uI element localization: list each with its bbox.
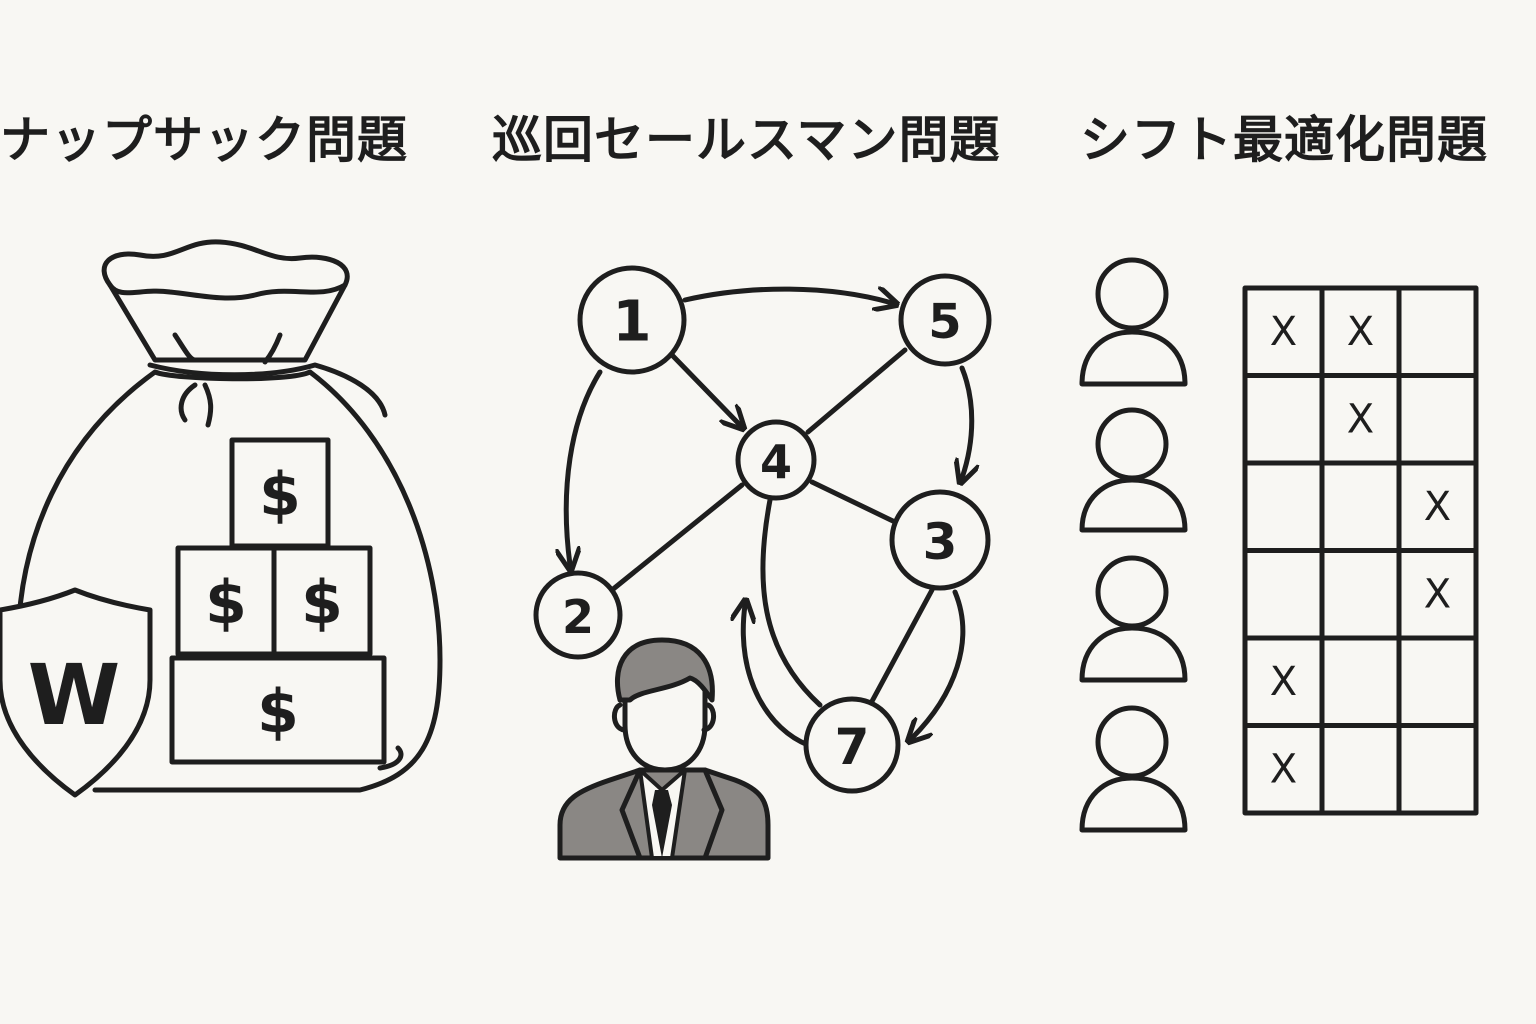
node-3: [889, 489, 991, 591]
node-label: 2: [562, 590, 594, 644]
edge-1-2: [566, 369, 603, 565]
dollar-sign-icon: $: [301, 568, 343, 638]
sack-icon: [15, 369, 443, 793]
node-label: 4: [760, 435, 792, 489]
shift-cell-mark: X: [1424, 484, 1451, 530]
node-label: 3: [923, 513, 958, 571]
edge-5-3: [962, 365, 972, 478]
edge-1-5: [682, 289, 892, 303]
knapsack-illustration: $ $ $ $ W: [0, 239, 443, 798]
dollar-sign-icon: $: [259, 460, 301, 530]
edge-3-7: [867, 587, 935, 708]
shield-icon: [0, 587, 153, 798]
shield-letter: W: [28, 646, 121, 744]
dollar-box-bottom: [169, 655, 387, 765]
node-label: 7: [835, 718, 870, 776]
node-5: [898, 273, 992, 367]
edge-3-7b: [912, 589, 966, 738]
dollar-sign-icon: $: [205, 568, 247, 638]
sack-tie: [147, 362, 388, 428]
dollar-sign-icon: $: [257, 677, 299, 747]
node-label: 1: [613, 290, 652, 355]
node-2: [533, 570, 623, 660]
shift-cell-mark: X: [1270, 746, 1297, 792]
edge-4-2: [609, 482, 745, 593]
dollar-box-mid-right: [271, 545, 373, 657]
node-label: 5: [928, 294, 961, 350]
person-icon: [1079, 257, 1188, 387]
node-1: [577, 265, 687, 375]
tsp-graph: 1 5 4 3 2 7: [533, 265, 992, 861]
edge-4-3: [809, 479, 898, 525]
shift-cell-mark: X: [1270, 659, 1297, 705]
shift-cell-mark: X: [1270, 309, 1297, 355]
node-4: [735, 419, 817, 501]
knapsack-title: ナップサック問題: [0, 111, 408, 169]
person-icon: [1079, 705, 1188, 833]
edge-1-4: [669, 352, 740, 425]
person-icon: [1079, 407, 1188, 533]
edge-7-4: [743, 605, 811, 748]
sack-neck: [107, 282, 348, 363]
shift-cell-mark: X: [1347, 309, 1374, 355]
salesman-icon: [557, 637, 771, 861]
shift-cell-mark: X: [1347, 396, 1374, 442]
edge-4-7: [760, 497, 823, 708]
person-icon: [1079, 555, 1188, 683]
node-7: [803, 696, 901, 794]
tsp-title: 巡回セールスマン問題: [492, 111, 1001, 169]
edge-5-4: [805, 347, 908, 435]
shift-title: シフト最適化問題: [1080, 111, 1488, 169]
sack-rim: [101, 239, 350, 301]
shift-cell-mark: X: [1424, 571, 1451, 617]
